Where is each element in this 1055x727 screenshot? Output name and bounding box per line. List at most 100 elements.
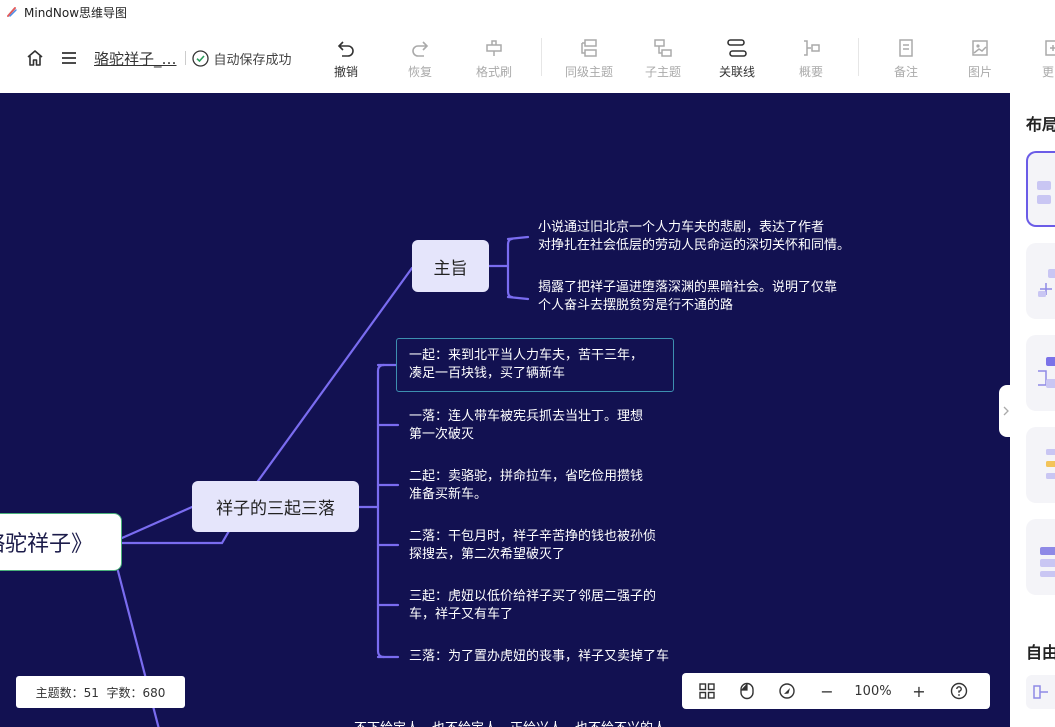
overview-grid-icon[interactable] (696, 680, 718, 702)
app-title: MindNow思维导图 (24, 5, 128, 20)
format-brush-button[interactable]: 格式刷 (464, 36, 524, 82)
sibling-topic-icon (577, 36, 601, 60)
redo-button[interactable]: 恢复 (390, 36, 450, 82)
relation-line-label: 关联线 (718, 65, 755, 79)
check-circle-icon (191, 49, 209, 67)
sanqi-item-3[interactable]: 二起：卖骆驼，拼命拉车，省吃俭用攒钱 准备买新车。 (409, 468, 643, 504)
sanqi-item-5-line2: 车，祥子又有车了 (409, 607, 514, 622)
sibling-topic-label: 同级主题 (564, 65, 613, 79)
layout-stack-icon (1040, 547, 1055, 577)
zoom-toolbar: − 100% + (682, 673, 990, 709)
layout-option-3[interactable] (1026, 335, 1055, 411)
layout-section-title: 布局 (1026, 115, 1055, 134)
topic-sanqi[interactable]: 祥子的三起三落 (192, 481, 359, 532)
toolbar: 骆驼祥子_… 自动保存成功 撤销 恢复 格式刷 同级主题 子主题 关联线 概要 … (0, 24, 1055, 93)
image-icon (968, 36, 992, 60)
sub-topic-label: 子主题 (644, 65, 681, 79)
zhuzhi-item-2-line1: 揭露了把祥子逼进堕落深渊的黑暗社会。说明了仅靠 (538, 280, 838, 295)
stats-counter: 主题数：51 字数：680 (16, 676, 185, 708)
free-layout-option[interactable] (1026, 675, 1055, 709)
link-sanqi-bracket (357, 363, 386, 659)
toolbar-divider (541, 38, 542, 76)
home-icon[interactable] (24, 47, 46, 69)
more-icon (1040, 36, 1055, 60)
layout-option-4[interactable] (1026, 427, 1055, 503)
zoom-level: 100% (854, 683, 892, 699)
zhuzhi-item-1[interactable]: 小说通过旧北京一个人力车夫的悲剧，表达了作者 对挣扎在社会低层的劳动人民命运的深… (538, 219, 850, 255)
free-layout-icon (1033, 685, 1048, 699)
note-button[interactable]: 备注 (876, 36, 936, 82)
stats-text: 主题数：51 字数：680 (35, 685, 166, 700)
sanqi-item-2[interactable]: 一落：连人带车被宪兵抓去当壮丁。理想 第一次破灭 (409, 408, 643, 444)
zhuzhi-item-1-line1: 小说通过旧北京一个人力车夫的悲剧，表达了作者 (538, 220, 825, 235)
sanqi-item-5-line1: 三起：虎妞以低价给祥子买了邻居二强子的 (409, 589, 657, 604)
mindmap-canvas[interactable]: 《骆驼祥子》 主旨 祥子的三起三落 小说通过旧北京一个人力车夫的悲剧，表达了作者… (0, 93, 1010, 727)
toolbar-divider (858, 38, 859, 76)
autosave-text: 自动保存成功 (213, 52, 292, 68)
title-bar: MindNow思维导图 (0, 0, 1055, 24)
chevron-right-icon (1003, 406, 1009, 416)
topic-zhuzhi[interactable]: 主旨 (412, 240, 489, 292)
zoom-in-button[interactable]: + (912, 681, 926, 701)
sanqi-item-3-line2: 准备买新车。 (409, 487, 488, 502)
redo-label: 恢复 (407, 65, 432, 79)
sanqi-item-2-line2: 第一次破灭 (409, 427, 475, 442)
divider (184, 51, 186, 65)
relation-line-icon (725, 36, 749, 60)
sanqi-item-2-line1: 一落：连人带车被宪兵抓去当壮丁。理想 (409, 409, 644, 424)
note-label: 备注 (893, 65, 918, 79)
format-brush-label: 格式刷 (475, 65, 512, 79)
sanqi-item-6[interactable]: 三落：为了置办虎妞的丧事，祥子又卖掉了车 (409, 648, 669, 666)
link-root-sanqi-2 (120, 505, 194, 540)
sanqi-item-4-line1: 二落：干包月时，祥子辛苦挣的钱也被孙侦 (409, 529, 657, 544)
sanqi-item-6-line1: 三落：为了置办虎妞的丧事，祥子又卖掉了车 (409, 649, 670, 664)
partial-leaf-text: 不下给宝人，也不给宝人，正给兴人，也不给不兴的人 (354, 717, 666, 727)
app-logo-icon (7, 7, 17, 17)
format-brush-icon (482, 36, 506, 60)
sanqi-item-4-line2: 探搜去，第二次希望破灭了 (409, 547, 566, 562)
summary-label: 概要 (798, 65, 823, 79)
sanqi-item-1[interactable]: 一起：来到北平当人力车夫，苦干三年， 凑足一百块钱，买了辆新车 (396, 338, 674, 392)
image-label: 图片 (967, 65, 992, 79)
help-icon[interactable] (948, 680, 970, 702)
redo-icon (408, 36, 432, 60)
free-section-title: 自由 (1026, 643, 1055, 662)
undo-button[interactable]: 撤销 (316, 36, 376, 82)
sub-topic-icon (651, 36, 675, 60)
sub-topic-button[interactable]: 子主题 (633, 36, 693, 82)
sibling-topic-button[interactable]: 同级主题 (559, 36, 619, 82)
more-label: 更 (1042, 65, 1055, 79)
image-button[interactable]: 图片 (950, 36, 1010, 82)
root-topic[interactable]: 《骆驼祥子》 (0, 513, 122, 571)
zhuzhi-item-2[interactable]: 揭露了把祥子逼进堕落深渊的黑暗社会。说明了仅靠 个人奋斗去摆脱贫穷是行不通的路 (538, 279, 837, 315)
sanqi-item-1-line2: 凑足一百块钱，买了辆新车 (409, 366, 566, 381)
note-icon (894, 36, 918, 60)
autosave-status: 自动保存成功 (191, 49, 292, 68)
layout-option-5[interactable] (1026, 519, 1055, 595)
root-topic-text: 《骆驼祥子》 (0, 532, 94, 557)
undo-icon (334, 36, 358, 60)
link-zhuzhi-bracket (487, 235, 530, 301)
mouse-mode-icon[interactable] (736, 680, 758, 702)
more-button[interactable]: 更 (1024, 36, 1055, 82)
panel-collapse-handle[interactable] (999, 385, 1013, 437)
menu-icon[interactable] (58, 47, 80, 69)
layout-logic-icon (1038, 357, 1055, 388)
locate-icon[interactable] (776, 680, 798, 702)
layout-option-1[interactable] (1026, 151, 1055, 227)
undo-label: 撤销 (333, 65, 358, 79)
relation-line-button[interactable]: 关联线 (707, 36, 767, 82)
summary-button[interactable]: 概要 (781, 36, 841, 82)
sanqi-item-1-line1: 一起：来到北平当人力车夫，苦干三年， (409, 348, 644, 363)
topic-zhuzhi-text: 主旨 (433, 258, 468, 279)
zhuzhi-item-2-line2: 个人奋斗去摆脱贫穷是行不通的路 (538, 298, 734, 313)
sanqi-item-3-line1: 二起：卖骆驼，拼命拉车，省吃俭用攒钱 (409, 469, 644, 484)
summary-icon (799, 36, 823, 60)
document-title[interactable]: 骆驼祥子_… (94, 49, 177, 68)
sanqi-item-5[interactable]: 三起：虎妞以低价给祥子买了邻居二强子的 车，祥子又有车了 (409, 588, 656, 624)
sanqi-item-4[interactable]: 二落：干包月时，祥子辛苦挣的钱也被孙侦 探搜去，第二次希望破灭了 (409, 528, 656, 564)
right-panel: 布局 自由 (1010, 93, 1055, 727)
zoom-out-button[interactable]: − (820, 681, 834, 701)
layout-org-icon (1038, 269, 1055, 297)
layout-option-2[interactable] (1026, 243, 1055, 319)
